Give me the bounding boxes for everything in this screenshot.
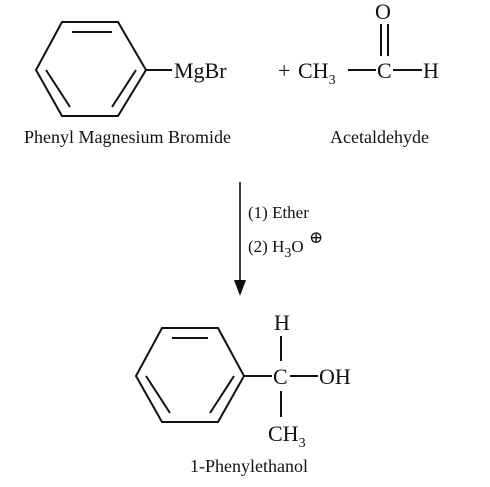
product-ch3-label: CH3	[268, 421, 306, 451]
condition-step2: (2) H3O	[248, 237, 304, 261]
product-carbon: C	[273, 364, 288, 389]
condition-step1: (1) Ether	[248, 203, 309, 222]
carbonyl-carbon: C	[377, 58, 392, 83]
benzene-ring-product	[134, 327, 246, 423]
arrowhead	[234, 280, 246, 296]
aldehyde-hydrogen: H	[423, 58, 439, 83]
carbonyl-oxygen: O	[375, 0, 391, 24]
product-top-hydrogen: H	[274, 310, 290, 335]
reactant1-name: Phenyl Magnesium Bromide	[24, 127, 231, 147]
ch3-label: CH3	[298, 58, 336, 88]
positive-charge-icon: ⊕	[309, 228, 323, 247]
hydroxyl-label: OH	[319, 364, 351, 389]
plus-sign: +	[278, 58, 290, 83]
product-name: 1-Phenylethanol	[190, 456, 308, 476]
mgbr-label: MgBr	[174, 58, 227, 83]
benzene-ring-reactant	[34, 21, 148, 117]
carbonyl-double-bond	[380, 24, 389, 56]
reactant2-name: Acetaldehyde	[330, 127, 429, 147]
